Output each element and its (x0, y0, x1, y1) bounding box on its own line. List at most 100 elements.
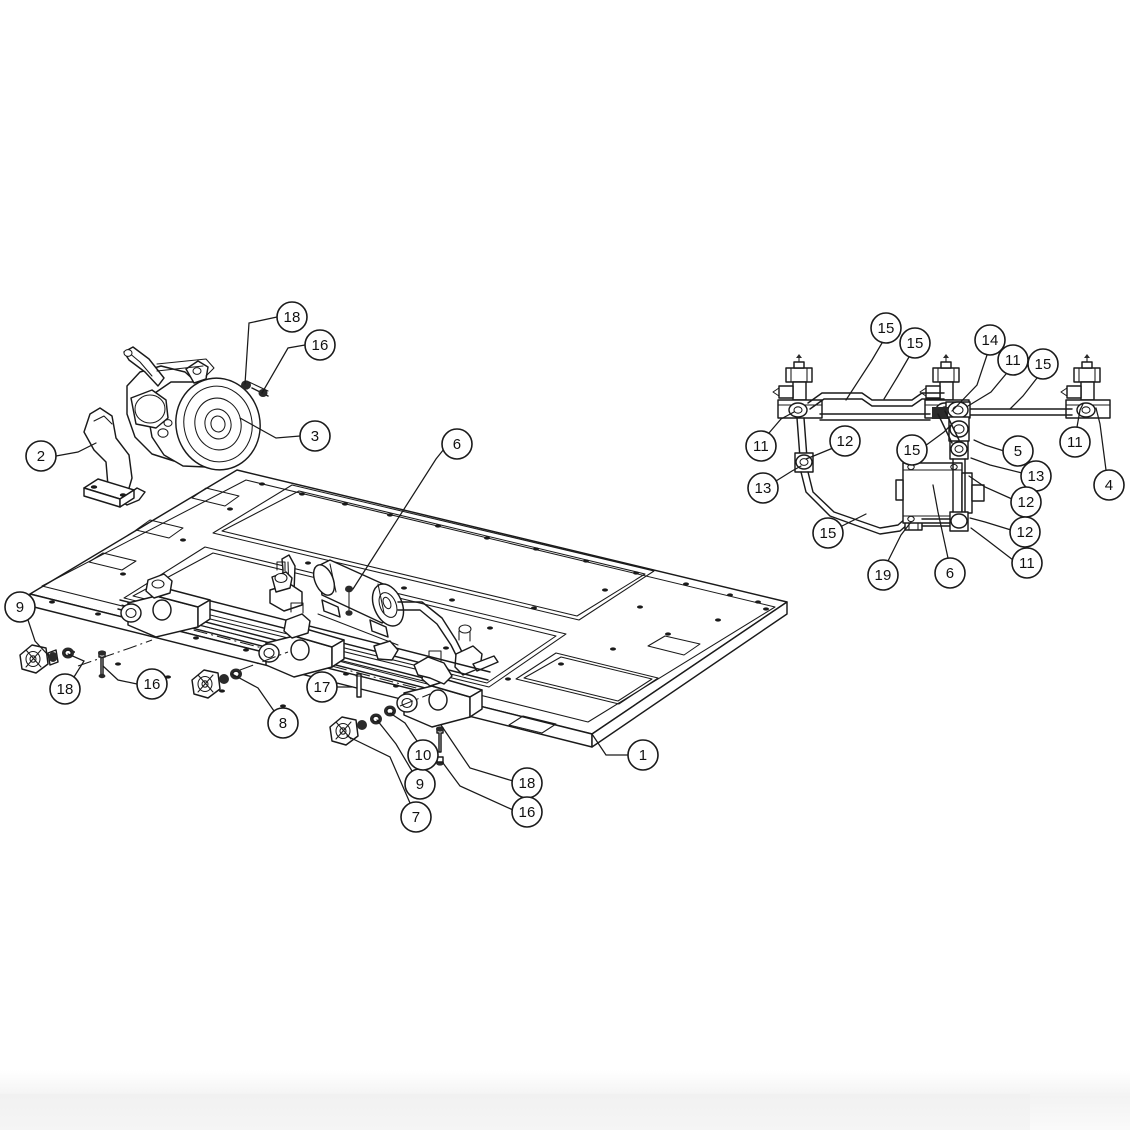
callout-leader-line (924, 423, 953, 447)
callout-bubble-5[interactable]: 5 (973, 435, 1034, 467)
callout-number: 6 (946, 565, 955, 582)
pump-body (895, 462, 985, 524)
blower-assembly (83, 346, 269, 508)
inline-valve-5 (948, 416, 970, 442)
callout-circle[interactable] (267, 707, 299, 739)
callout-bubble-16[interactable]: 16 (261, 329, 336, 394)
callout-circle[interactable] (934, 557, 966, 589)
callout-bubble-7[interactable]: 7 (346, 735, 432, 833)
callout-circle[interactable] (1009, 516, 1041, 548)
callout-number: 15 (903, 442, 920, 459)
callout-bubble-15[interactable]: 15 (812, 513, 867, 549)
callout-number: 10 (414, 747, 431, 764)
callout-leader-line (839, 513, 867, 528)
callout-bubble-18[interactable]: 18 (49, 653, 85, 705)
callout-circle[interactable] (306, 671, 338, 703)
callout-bubble-11[interactable]: 11 (745, 411, 795, 462)
callout-bubble-11[interactable]: 11 (967, 344, 1029, 407)
callout-bubble-8[interactable]: 8 (231, 673, 299, 739)
callout-circle[interactable] (304, 329, 336, 361)
callout-circle[interactable] (49, 673, 81, 705)
callout-leader-line (244, 316, 278, 385)
callout-circle[interactable] (511, 796, 543, 828)
fitting-14 (932, 407, 948, 419)
callout-circle[interactable] (829, 425, 861, 457)
callout-number: 6 (453, 436, 462, 453)
callout-number: 12 (836, 433, 853, 450)
callout-bubble-16[interactable]: 16 (102, 665, 168, 700)
callout-number: 7 (412, 809, 421, 826)
callout-bubble-16[interactable]: 16 (442, 762, 543, 828)
callout-circle[interactable] (627, 739, 659, 771)
callout-bubble-1[interactable]: 1 (591, 733, 659, 771)
callout-leader-line (883, 356, 910, 400)
callout-bubble-18[interactable]: 18 (440, 724, 543, 799)
callout-circle[interactable] (1027, 348, 1059, 380)
callout-leader-line (768, 411, 795, 434)
callout-bubble-14[interactable]: 14 (951, 324, 1006, 412)
callout-bubble-15[interactable]: 15 (883, 327, 931, 400)
callout-leader-line (440, 724, 514, 782)
callout-circle[interactable] (867, 559, 899, 591)
callout-circle[interactable] (25, 440, 57, 472)
callout-leader-line (968, 475, 1013, 500)
callout-circle[interactable] (4, 591, 36, 623)
hardware-cluster-midleft (191, 651, 289, 699)
callout-number: 16 (518, 804, 535, 821)
callout-leader-line (67, 653, 85, 678)
callout-circle[interactable] (407, 739, 439, 771)
callout-bubble-2[interactable]: 2 (25, 440, 97, 472)
callout-leader-line (442, 762, 514, 811)
callout-number: 11 (753, 438, 769, 455)
callout-bubble-9[interactable]: 9 (376, 719, 436, 800)
callout-bubble-15[interactable]: 15 (896, 423, 953, 466)
callout-number: 2 (37, 448, 46, 465)
callout-circle[interactable] (1011, 547, 1043, 579)
callout-bubble-11[interactable]: 11 (970, 527, 1043, 579)
callout-circle[interactable] (812, 517, 844, 549)
callout-circle[interactable] (745, 430, 777, 462)
callout-leader-line (1076, 403, 1084, 428)
callout-circle[interactable] (441, 428, 473, 460)
callout-bubble-18[interactable]: 18 (244, 301, 308, 385)
callout-bubble-12[interactable]: 12 (805, 425, 861, 460)
callout-bubble-19[interactable]: 19 (867, 521, 912, 591)
callout-circle[interactable] (1059, 426, 1091, 458)
callout-circle[interactable] (870, 312, 902, 344)
callout-bubble-6[interactable]: 6 (932, 484, 966, 589)
callout-bubble-12[interactable]: 12 (968, 475, 1042, 518)
callout-bubble-15[interactable]: 15 (845, 312, 902, 401)
callout-circle[interactable] (896, 434, 928, 466)
callout-bubble-12[interactable]: 12 (969, 516, 1041, 548)
callout-circle[interactable] (747, 472, 779, 504)
callout-bubble-4[interactable]: 4 (1093, 407, 1125, 501)
callout-circle[interactable] (1002, 435, 1034, 467)
callout-leader-line (967, 373, 1007, 407)
callout-circle[interactable] (136, 668, 168, 700)
callout-bubble-17[interactable]: 17 (306, 671, 353, 703)
callout-bubble-3[interactable]: 3 (239, 417, 331, 452)
callout-bubble-6[interactable]: 6 (352, 428, 473, 590)
callout-number: 15 (906, 335, 923, 352)
callout-number: 9 (16, 599, 25, 616)
callout-bubble-15[interactable]: 15 (1009, 348, 1059, 410)
callout-number: 18 (518, 775, 535, 792)
callout-circle[interactable] (276, 301, 308, 333)
callout-number: 16 (311, 337, 328, 354)
callout-circle[interactable] (974, 324, 1006, 356)
callout-circle[interactable] (1093, 469, 1125, 501)
callout-bubble-13[interactable]: 13 (747, 465, 802, 504)
callout-bubble-13[interactable]: 13 (970, 457, 1052, 492)
callout-bubble-11[interactable]: 11 (1059, 403, 1091, 458)
callout-bubble-10[interactable]: 10 (389, 712, 439, 771)
callout-circle[interactable] (299, 420, 331, 452)
callout-number: 4 (1105, 477, 1114, 494)
callout-number: 9 (416, 776, 425, 793)
callout-number: 19 (874, 567, 891, 584)
callout-bubble-9[interactable]: 9 (4, 591, 49, 656)
callout-number: 18 (56, 681, 73, 698)
callout-circle[interactable] (899, 327, 931, 359)
callout-circle[interactable] (400, 801, 432, 833)
callout-number: 13 (1027, 468, 1044, 485)
